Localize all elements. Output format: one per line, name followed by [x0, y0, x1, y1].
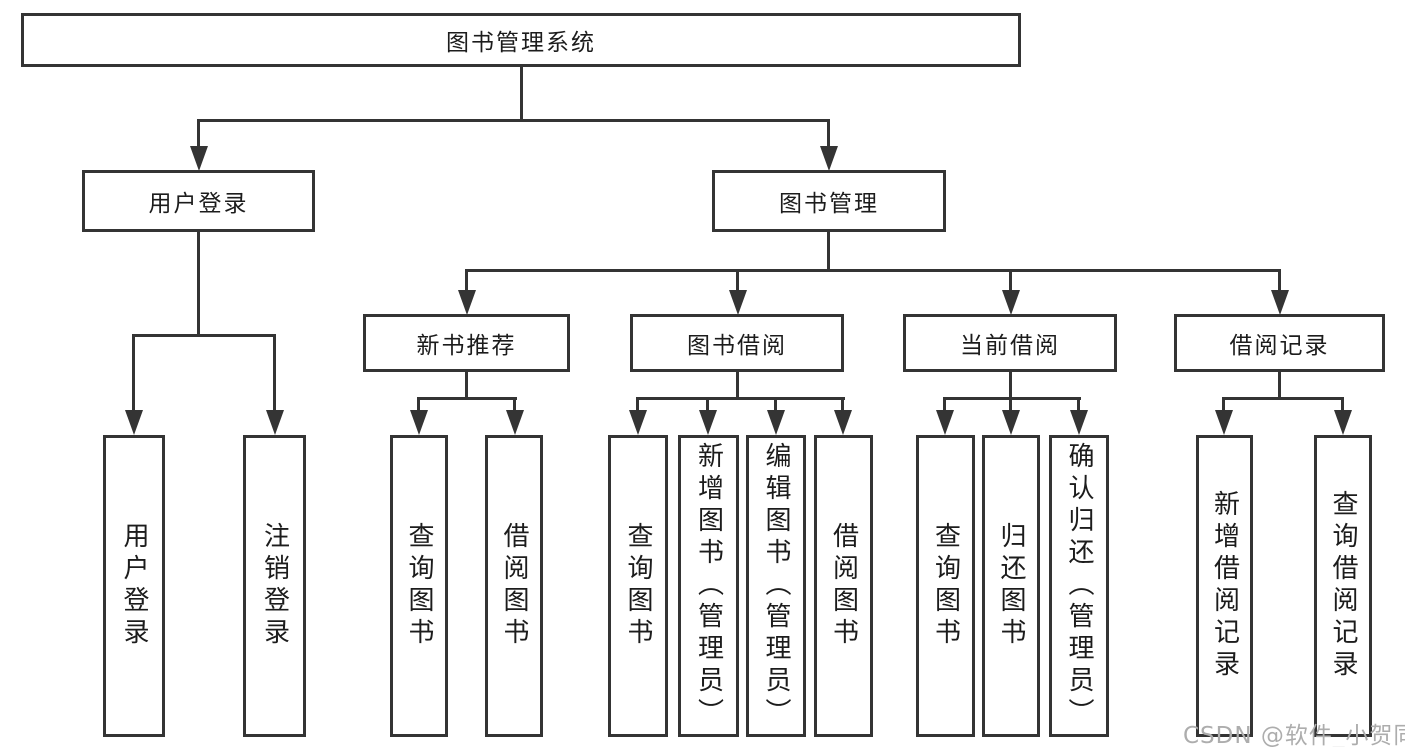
edge-drop — [1222, 397, 1225, 413]
arrowhead-down-icon — [767, 410, 785, 435]
edge-root-rail — [197, 119, 830, 122]
leaf-label: 确认归还（管理员） — [1064, 442, 1094, 730]
node-new-book-recommend: 新书推荐 — [363, 314, 570, 372]
leaf-current-confirm-return-admin: 确认归还（管理员） — [1049, 435, 1109, 737]
edge-drop-book-mgmt — [827, 119, 830, 149]
edge-book-mgmt-stem — [827, 232, 830, 272]
node-book-management: 图书管理 — [712, 170, 946, 232]
edge-drop — [1341, 397, 1344, 413]
leaf-label: 注销登录 — [259, 522, 290, 650]
leaf-label: 查询借阅记录 — [1328, 490, 1358, 682]
arrowhead-down-icon — [1002, 410, 1020, 435]
leaf-borrow-query-books: 查询图书 — [608, 435, 668, 737]
edge-drop-borrow — [736, 269, 739, 292]
node-label: 图书管理 — [779, 191, 879, 217]
edge-root-stem — [520, 67, 523, 122]
leaf-recommend-borrow-books: 借阅图书 — [485, 435, 543, 737]
edge-user-login-stem — [197, 232, 200, 337]
node-label: 新书推荐 — [416, 333, 517, 359]
edge-borrow-stem — [736, 372, 739, 400]
leaf-label: 查询图书 — [623, 522, 653, 650]
leaf-records-query-record: 查询借阅记录 — [1314, 435, 1372, 737]
arrowhead-down-icon — [729, 290, 747, 315]
node-label: 图书借阅 — [687, 333, 787, 359]
arrowhead-down-icon — [699, 410, 717, 435]
leaf-borrow-borrow-books: 借阅图书 — [814, 435, 873, 737]
edge-drop — [706, 397, 709, 413]
arrowhead-down-icon — [1215, 410, 1233, 435]
leaf-current-query-books: 查询图书 — [916, 435, 975, 737]
node-label: 图书管理系统 — [446, 30, 596, 56]
arrowhead-down-icon — [834, 410, 852, 435]
edge-drop — [1077, 397, 1080, 413]
edge-drop-leaf-login — [132, 334, 135, 412]
edge-current-rail — [944, 397, 1081, 400]
leaf-recommend-query-books: 查询图书 — [390, 435, 448, 737]
edge-new-rec-stem — [465, 372, 468, 400]
edge-new-rec-rail — [418, 397, 517, 400]
leaf-records-add-record: 新增借阅记录 — [1196, 435, 1253, 737]
edge-drop-records — [1278, 269, 1281, 292]
leaf-label: 编辑图书（管理员） — [761, 442, 791, 730]
leaf-label: 查询图书 — [930, 522, 961, 650]
arrowhead-down-icon — [410, 410, 428, 435]
leaf-label: 新增图书（管理员） — [693, 442, 724, 730]
arrowhead-down-icon — [506, 410, 524, 435]
leaf-label: 用户登录 — [119, 522, 149, 650]
edge-records-rail — [1223, 397, 1344, 400]
edge-user-login-rail — [133, 334, 276, 337]
edge-drop — [943, 397, 946, 413]
node-borrow-records: 借阅记录 — [1174, 314, 1385, 372]
arrowhead-down-icon — [1271, 290, 1289, 315]
csdn-watermark: CSDN @软件_小贺同学 — [1183, 723, 1405, 747]
arrowhead-down-icon — [125, 410, 143, 435]
arrowhead-down-icon — [936, 410, 954, 435]
edge-drop — [513, 397, 516, 413]
edge-drop — [1009, 397, 1012, 413]
edge-current-stem — [1009, 372, 1012, 400]
arrowhead-down-icon — [1070, 410, 1088, 435]
leaf-logout: 注销登录 — [243, 435, 306, 737]
leaf-current-return-books: 归还图书 — [982, 435, 1040, 737]
leaf-label: 归还图书 — [996, 522, 1026, 650]
leaf-label: 借阅图书 — [499, 522, 529, 650]
arrowhead-down-icon — [1334, 410, 1352, 435]
node-current-borrow: 当前借阅 — [903, 314, 1117, 372]
edge-drop — [841, 397, 844, 413]
edge-drop-leaf-logout — [273, 334, 276, 412]
node-label: 当前借阅 — [960, 333, 1060, 359]
arrowhead-down-icon — [266, 410, 284, 435]
leaf-label: 查询图书 — [404, 522, 434, 650]
arrowhead-down-icon — [820, 146, 838, 171]
edge-drop-current — [1009, 269, 1012, 292]
node-library-system: 图书管理系统 — [21, 13, 1021, 67]
edge-borrow-rail — [637, 397, 845, 400]
arrowhead-down-icon — [190, 146, 208, 171]
edge-book-mgmt-rail — [465, 269, 1280, 272]
leaf-borrow-add-books-admin: 新增图书（管理员） — [678, 435, 739, 737]
leaf-borrow-edit-books-admin: 编辑图书（管理员） — [746, 435, 806, 737]
edge-drop-user-login — [197, 119, 200, 149]
edge-drop — [774, 397, 777, 413]
edge-drop-new-rec — [465, 269, 468, 292]
arrowhead-down-icon — [458, 290, 476, 315]
edge-drop — [417, 397, 420, 413]
node-user-login: 用户登录 — [82, 170, 315, 232]
edge-records-stem — [1278, 372, 1281, 400]
edge-drop — [636, 397, 639, 413]
arrowhead-down-icon — [629, 410, 647, 435]
leaf-label: 借阅图书 — [828, 522, 859, 650]
leaf-user-login: 用户登录 — [103, 435, 165, 737]
node-label: 借阅记录 — [1229, 333, 1330, 359]
leaf-label: 新增借阅记录 — [1209, 490, 1240, 682]
arrowhead-down-icon — [1002, 290, 1020, 315]
node-label: 用户登录 — [148, 191, 249, 217]
node-book-borrow: 图书借阅 — [630, 314, 844, 372]
